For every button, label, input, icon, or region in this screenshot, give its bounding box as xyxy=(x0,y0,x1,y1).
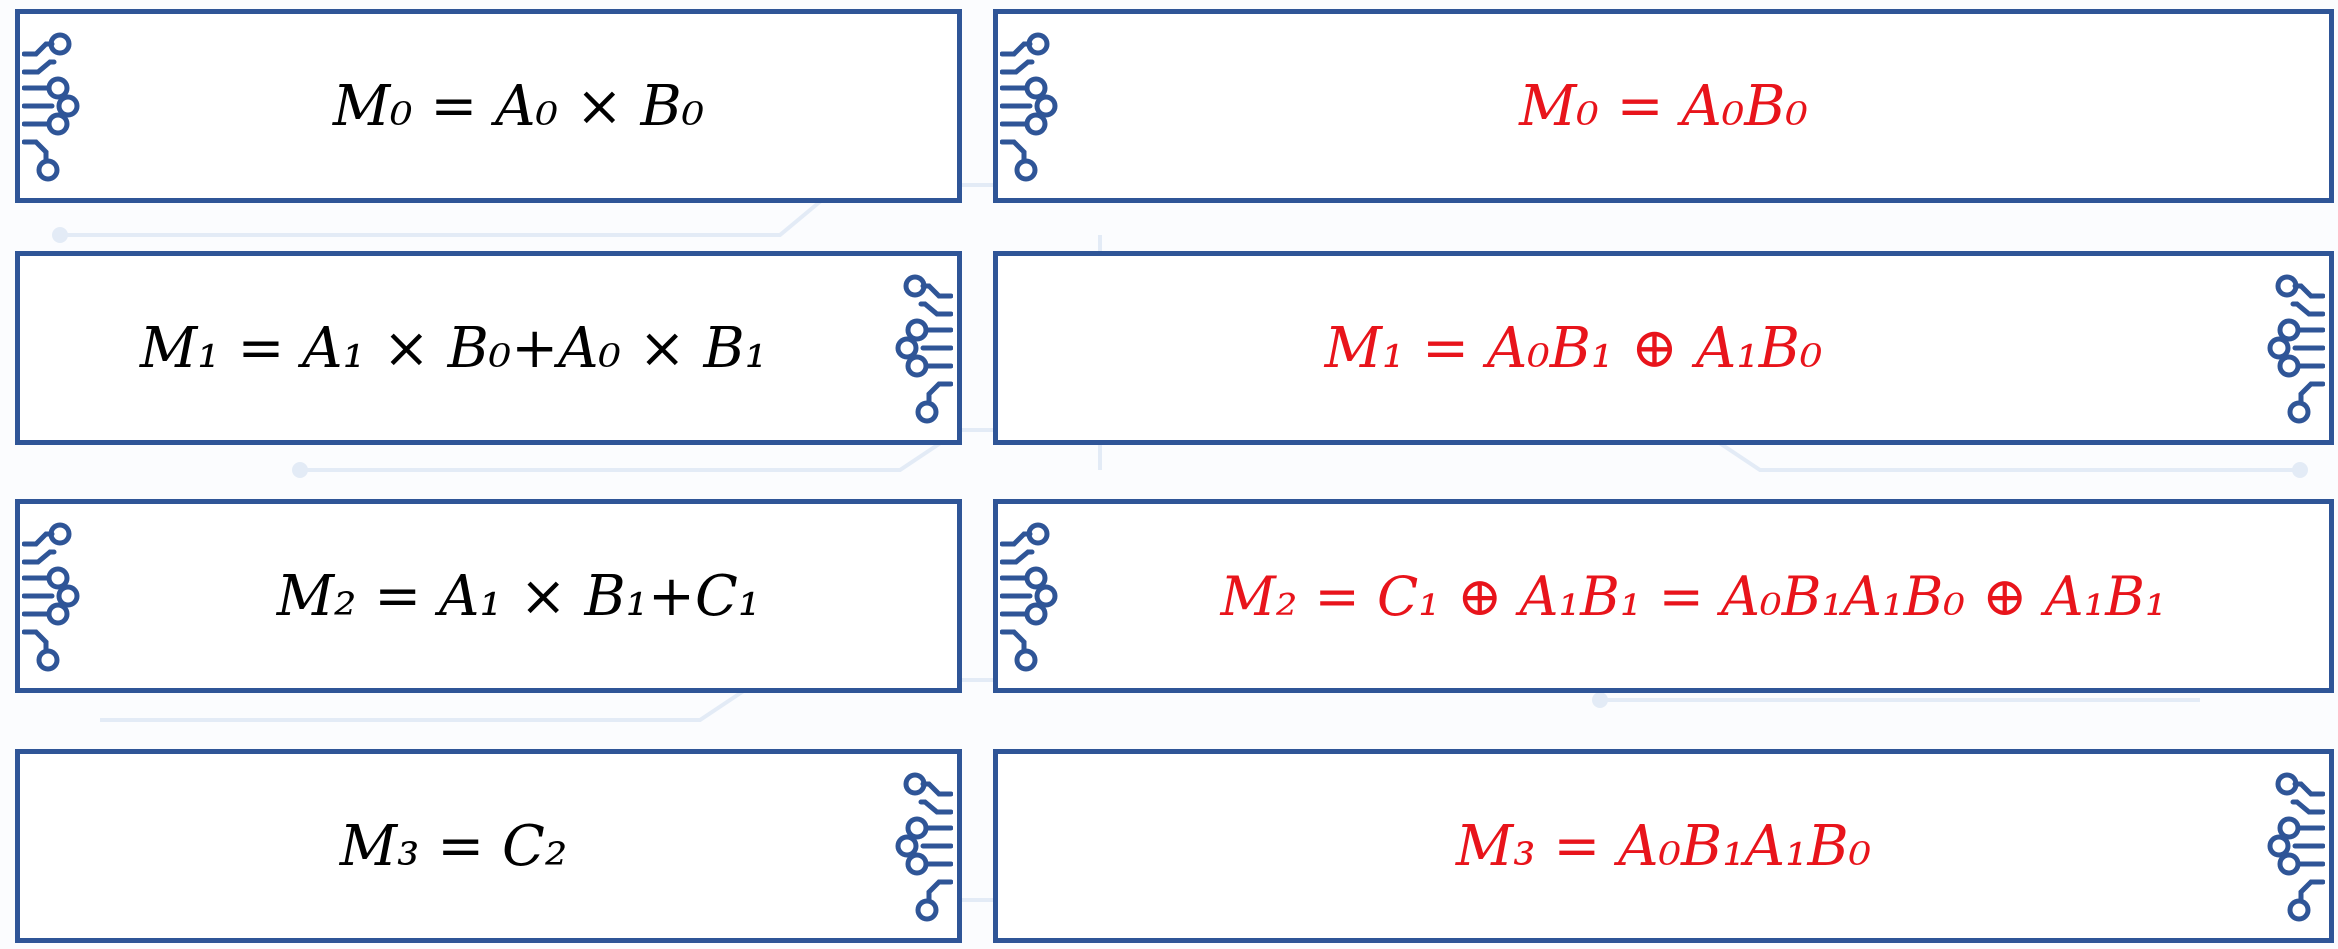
circuit-icon xyxy=(889,268,953,428)
circuit-icon xyxy=(1000,516,1064,676)
right-formula-2: M₂ = C₁ ⊕ A₁B₁ = A₀B₁A₁B₀ ⊕ A₁B₁ xyxy=(1220,564,2167,628)
right-box-0: M₀ = A₀B₀ xyxy=(993,9,2334,203)
left-box-2: M₂ = A₁ × B₁+C₁ xyxy=(15,499,962,693)
right-box-3: M₃ = A₀B₁A₁B₀ xyxy=(993,749,2334,943)
right-box-1: M₁ = A₀B₁ ⊕ A₁B₀ xyxy=(993,251,2334,445)
right-formula-3: M₃ = A₀B₁A₁B₀ xyxy=(1455,813,1872,879)
right-formula-0: M₀ = A₀B₀ xyxy=(1519,73,1808,139)
left-formula-0: M₀ = A₀ × B₀ xyxy=(332,73,705,139)
right-box-2: M₂ = C₁ ⊕ A₁B₁ = A₀B₁A₁B₀ ⊕ A₁B₁ xyxy=(993,499,2334,693)
left-box-1: M₁ = A₁ × B₀+A₀ × B₁ xyxy=(15,251,962,445)
right-formula-1: M₁ = A₀B₁ ⊕ A₁B₀ xyxy=(1324,315,1823,381)
circuit-icon xyxy=(22,26,86,186)
left-box-0: M₀ = A₀ × B₀ xyxy=(15,9,962,203)
circuit-icon xyxy=(2261,766,2325,926)
circuit-icon xyxy=(889,766,953,926)
left-box-3: M₃ = C₂ xyxy=(15,749,962,943)
left-formula-2: M₂ = A₁ × B₁+C₁ xyxy=(276,563,761,629)
circuit-icon xyxy=(2261,268,2325,428)
circuit-icon xyxy=(1000,26,1064,186)
left-formula-1: M₁ = A₁ × B₀+A₀ × B₁ xyxy=(139,315,768,381)
circuit-icon xyxy=(22,516,86,676)
left-formula-3: M₃ = C₂ xyxy=(339,813,568,879)
